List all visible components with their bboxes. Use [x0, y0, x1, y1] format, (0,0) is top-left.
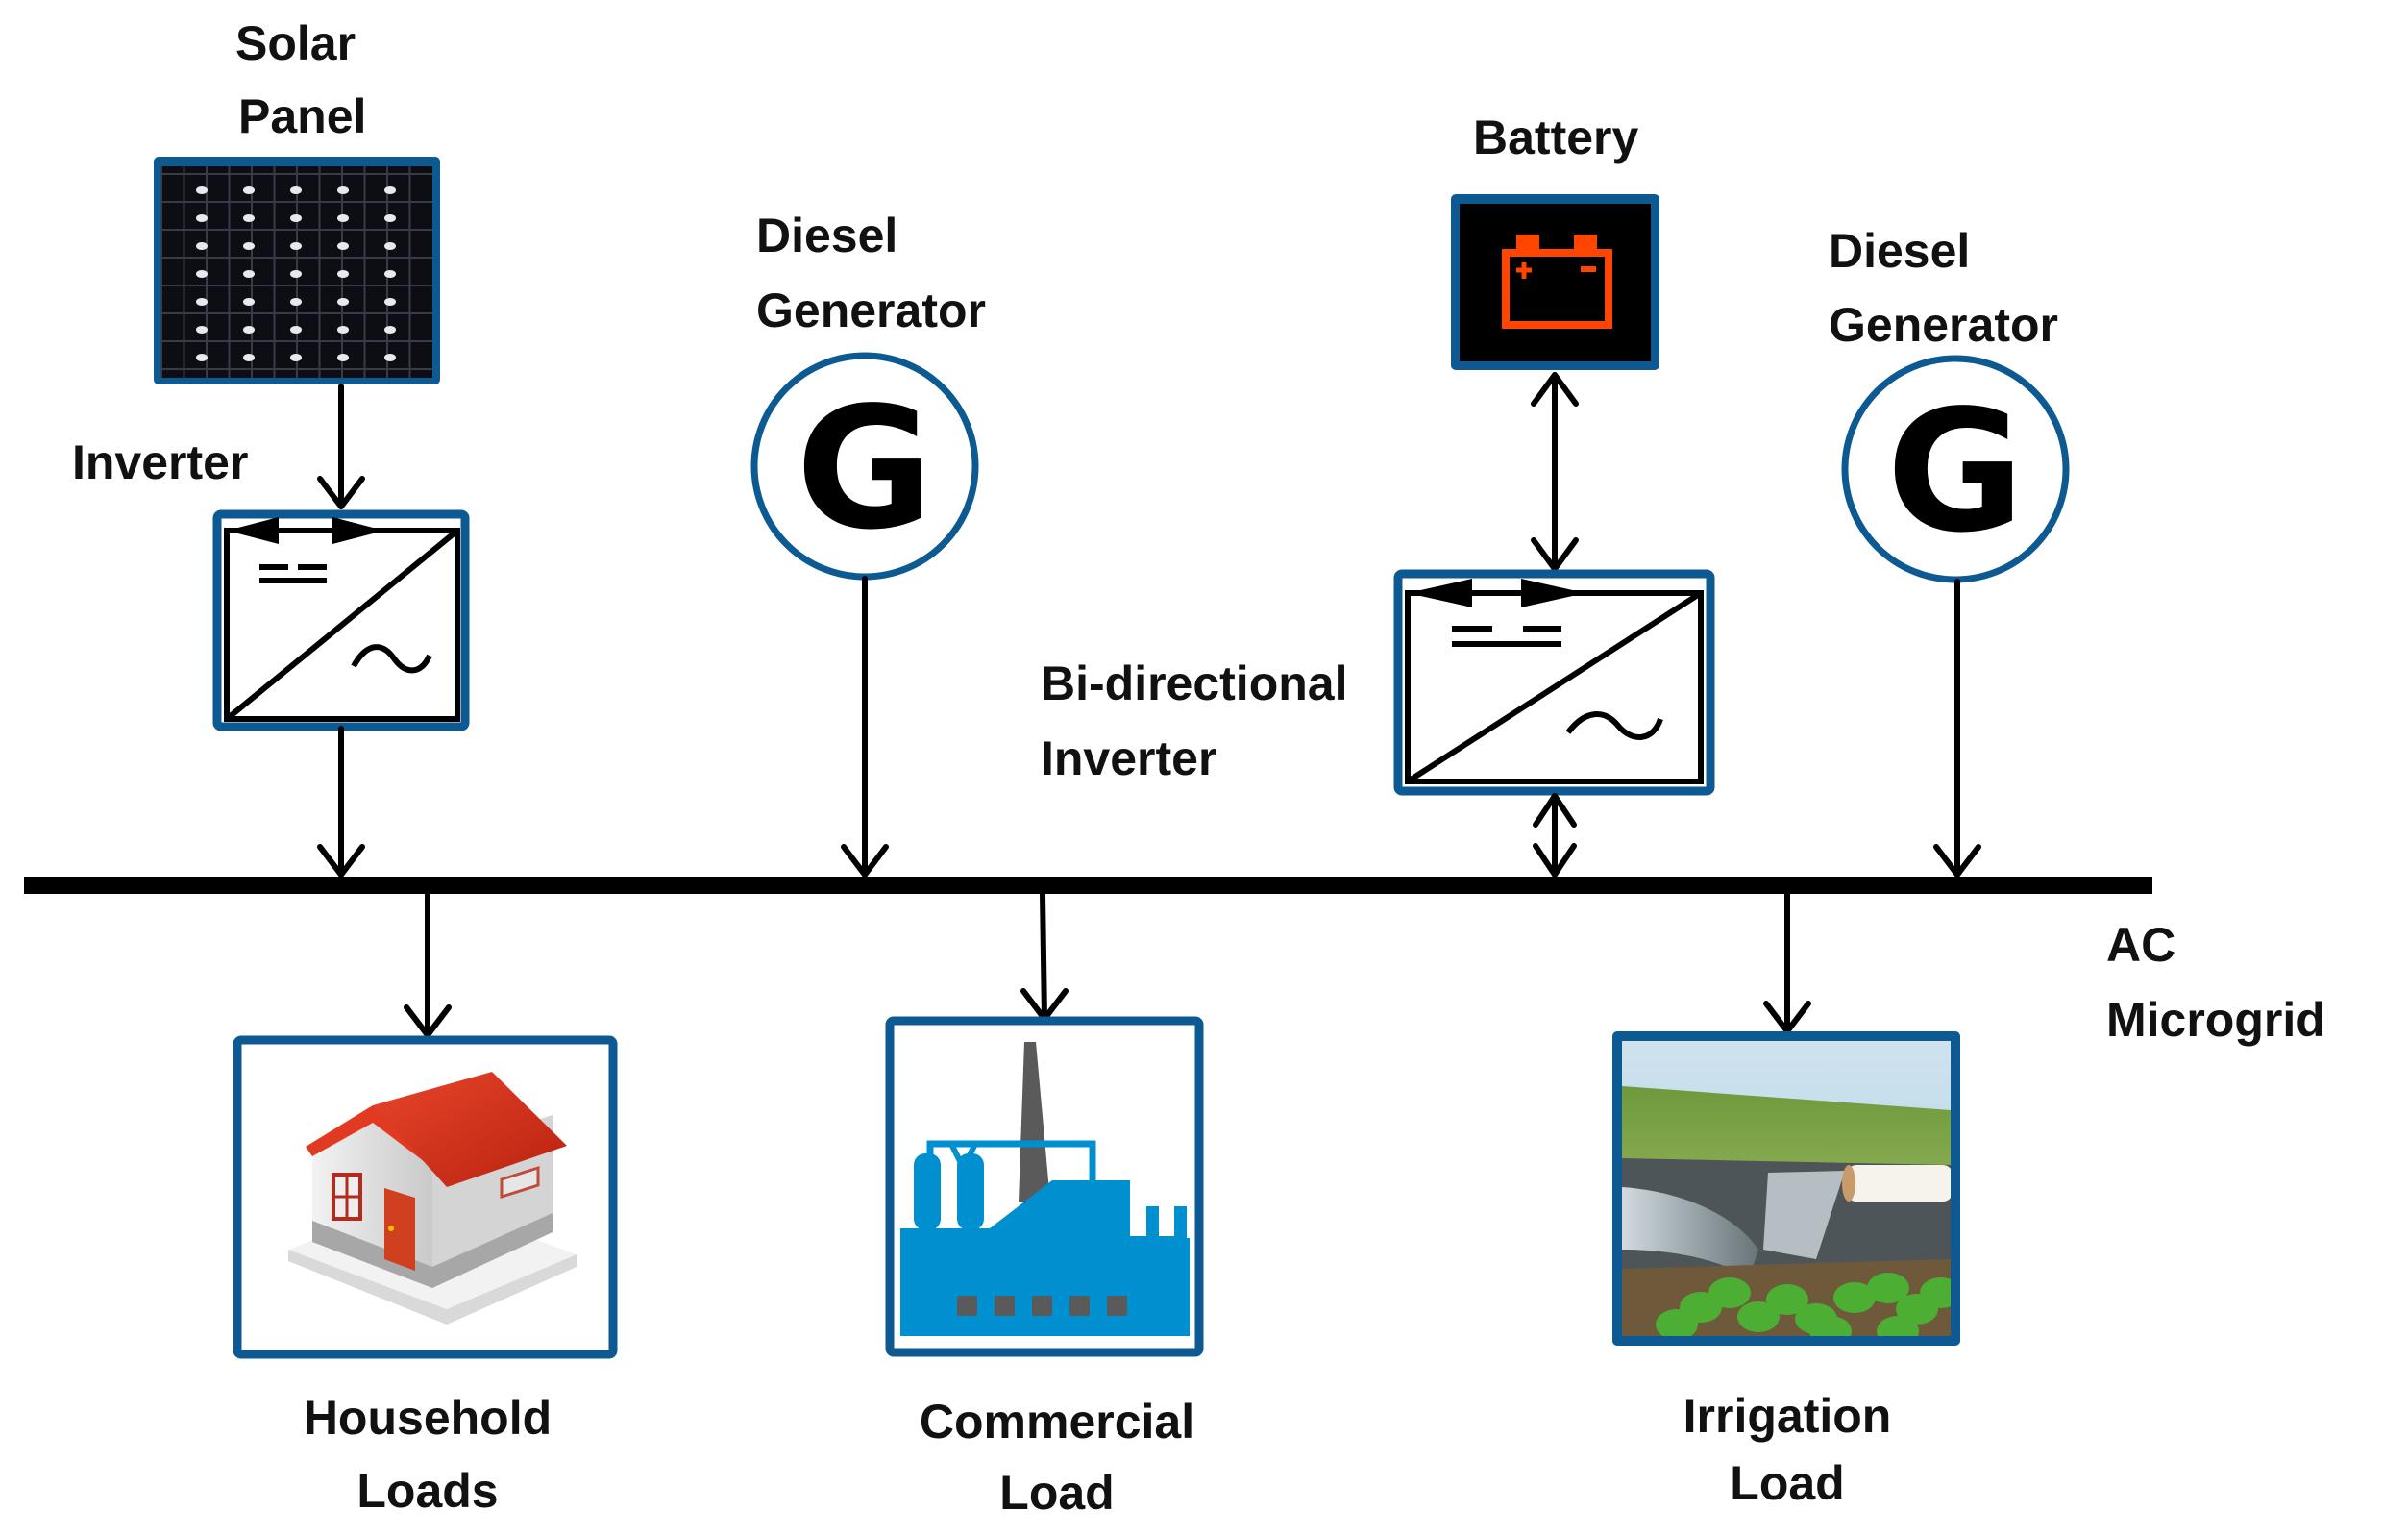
solar-cell-dot	[290, 242, 302, 250]
solar-cell-dot	[290, 354, 302, 361]
generator-2-label-line1: Diesel	[1829, 224, 1970, 278]
bidirectional-inverter-label: Bi-directional Inverter	[1041, 657, 1347, 785]
crop-leaf	[1708, 1277, 1751, 1308]
solar-cell-dot	[384, 298, 396, 306]
household-load[interactable]: Household Loads	[233, 1035, 618, 1518]
arrow-bus-to-commercial	[1020, 891, 1069, 1022]
solar-cell-dot	[196, 326, 208, 334]
solar-panel-label-line2: Panel	[238, 89, 366, 143]
solar-cell-dot	[243, 242, 255, 250]
battery[interactable]: Battery	[1451, 111, 1659, 370]
factory-window	[1107, 1296, 1127, 1316]
crop-leaf	[1877, 1316, 1919, 1336]
irrigation-label-line2: Load	[1730, 1456, 1844, 1510]
factory-window	[1069, 1296, 1090, 1316]
bidirectional-inverter[interactable]	[1393, 569, 1715, 796]
crop-leaf	[1867, 1273, 1909, 1303]
generator-icon: G	[1841, 355, 2070, 583]
solar-cell-dot	[243, 354, 255, 361]
solar-cell-dot	[243, 214, 255, 222]
generator-1-label-line2: Generator	[756, 284, 986, 337]
inverter-label: Inverter	[72, 435, 248, 489]
bus-label-line2: Microgrid	[2106, 993, 2325, 1047]
arrow-generator-1-to-bus	[841, 576, 889, 878]
ac-bus-bar	[24, 877, 2152, 894]
solar-cell-dot	[337, 354, 349, 361]
solar-cell-dot	[384, 186, 396, 194]
crop-leaf	[1920, 1277, 1951, 1308]
commercial-label-line2: Load	[999, 1466, 1114, 1520]
generator-icon: G	[750, 352, 979, 581]
arrow-bus-to-household	[404, 891, 452, 1038]
battery-label: Battery	[1473, 111, 1638, 164]
bus-label-line1: AC	[2106, 918, 2175, 972]
irrigation-photo	[1622, 1041, 1951, 1336]
solar-cell-dot	[243, 298, 255, 306]
crop-leaf	[1656, 1309, 1698, 1336]
solar-panel-icon	[154, 157, 440, 384]
inverter[interactable]	[212, 509, 470, 731]
solar-cell-dot	[196, 298, 208, 306]
crop-leaf	[1809, 1316, 1852, 1336]
dc-ac-inverter-icon	[1405, 579, 1704, 784]
arrow-battery-inverter-bidirectional	[1531, 372, 1579, 572]
solar-cell-dot	[196, 242, 208, 250]
solar-cell-dot	[243, 186, 255, 194]
solar-cell-dot	[290, 186, 302, 194]
commercial-load[interactable]: Commercial Load	[885, 1016, 1204, 1520]
dc-ac-inverter-icon	[224, 517, 460, 722]
arrow-inverter-to-bus	[317, 726, 365, 878]
solar-cell-dot	[290, 214, 302, 222]
solar-panel[interactable]: Solar Panel	[154, 16, 440, 384]
solar-cell-dot	[290, 298, 302, 306]
household-label-line1: Household	[304, 1391, 552, 1445]
solar-cell-dot	[337, 186, 349, 194]
diesel-generator-1[interactable]: Diesel Generator G	[750, 209, 986, 581]
arrow-bus-to-irrigation	[1763, 891, 1811, 1034]
solar-cell-dot	[337, 242, 349, 250]
solar-cell-dot	[384, 270, 396, 278]
solar-cell-dot	[337, 298, 349, 306]
solar-cell-dot	[290, 270, 302, 278]
factory-window	[1032, 1296, 1052, 1316]
irrigation-load[interactable]: Irrigation Load	[1612, 1031, 1962, 1510]
solar-cell-dot	[384, 326, 396, 334]
generator-1-symbol: G	[796, 372, 934, 567]
arrow-solar-to-inverter	[317, 384, 365, 509]
arrow-generator-2-to-bus	[1933, 579, 1981, 878]
solar-cell-dot	[384, 354, 396, 361]
solar-cell-dot	[290, 326, 302, 334]
crop-leaf	[1766, 1284, 1808, 1315]
factory-icon	[900, 1042, 1190, 1336]
solar-cell-dot	[196, 214, 208, 222]
household-label-line2: Loads	[356, 1464, 498, 1518]
ac-microgrid-label: AC Microgrid	[2106, 918, 2325, 1047]
irrigation-label-line1: Irrigation	[1683, 1389, 1892, 1443]
diesel-generator-2[interactable]: Diesel Generator G	[1829, 224, 2070, 583]
generator-1-label-line1: Diesel	[756, 209, 897, 262]
crop-leaf	[1833, 1282, 1876, 1313]
bidirectional-inverter-label-line2: Inverter	[1041, 731, 1216, 785]
commercial-label-line1: Commercial	[920, 1395, 1194, 1449]
solar-cell-dot	[337, 214, 349, 222]
solar-cell-dot	[243, 270, 255, 278]
solar-cell-dot	[196, 186, 208, 194]
generator-2-symbol: G	[1886, 375, 2025, 570]
factory-window	[995, 1296, 1015, 1316]
solar-panel-label-line1: Solar	[235, 16, 356, 70]
solar-cell-dot	[196, 270, 208, 278]
factory-window	[957, 1296, 977, 1316]
solar-cell-dot	[196, 354, 208, 361]
arrow-inverter-bus-bidirectional	[1533, 793, 1577, 878]
house-icon	[288, 1072, 577, 1325]
crop-leaf	[1737, 1301, 1780, 1332]
solar-cell-dot	[337, 270, 349, 278]
solar-cell-dot	[243, 326, 255, 334]
generator-2-label-line2: Generator	[1829, 298, 2058, 352]
solar-cell-dot	[384, 214, 396, 222]
bidirectional-inverter-label-line1: Bi-directional	[1041, 657, 1347, 710]
solar-cell-dot	[337, 326, 349, 334]
battery-icon	[1502, 235, 1612, 329]
solar-cell-dot	[384, 242, 396, 250]
